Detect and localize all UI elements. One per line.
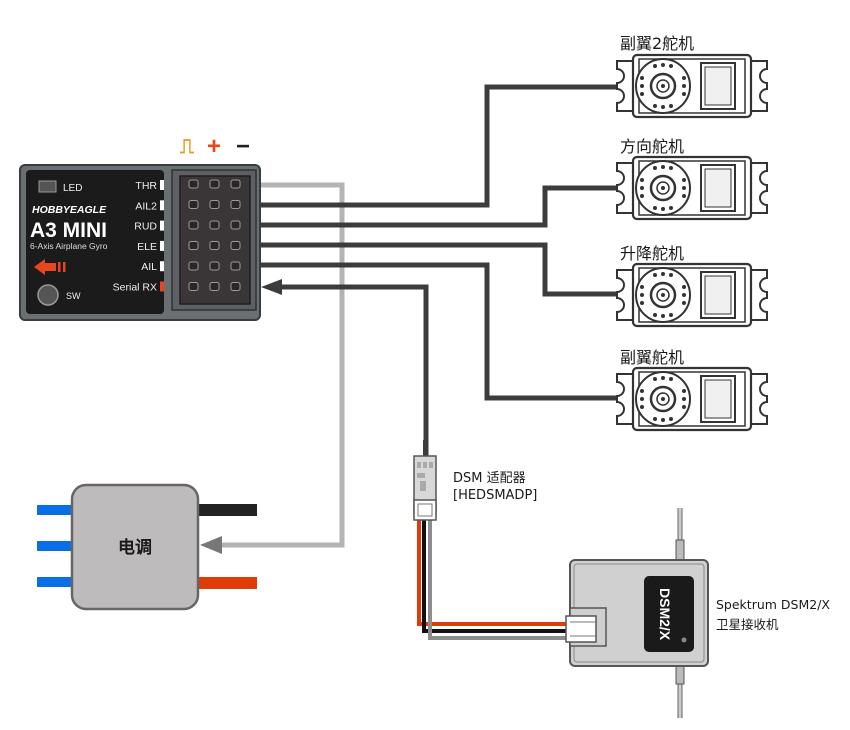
esc-unit: 电调 (37, 483, 257, 611)
model-name: A3 MINI (30, 219, 107, 242)
sw-label: SW (66, 291, 81, 301)
pin (209, 200, 220, 209)
port-label-thr: THR (135, 180, 157, 192)
plus-icon: + (207, 133, 221, 160)
servo-label: 副翼舵机 (620, 348, 684, 367)
port-label-ail: AIL (141, 261, 157, 273)
pin (230, 241, 241, 250)
arrow-serial-rx (261, 279, 282, 295)
pin-header (188, 179, 241, 291)
wire-ele (258, 242, 622, 297)
esc-label: 电调 (118, 537, 152, 558)
pin (230, 200, 241, 209)
led-label: LED (63, 183, 82, 194)
servo-icon (615, 366, 769, 432)
adapter-part-number: [HEDSMADP] (453, 488, 537, 503)
pin (188, 220, 199, 230)
brand-logo: HOBBYEAGLE (32, 204, 107, 216)
port-indicator (160, 261, 164, 272)
sw-button[interactable] (37, 284, 59, 306)
signal-icon: ⎍ (180, 136, 194, 158)
servo-icon (615, 155, 769, 221)
servo-label: 方向舵机 (620, 137, 684, 156)
wire-serial-rx (280, 284, 429, 458)
servo-label: 副翼2舵机 (620, 34, 694, 53)
port-label-ele: ELE (137, 241, 157, 253)
port-label-ail2: AIL2 (135, 200, 157, 212)
pin (230, 261, 241, 271)
satellite-label: Spektrum DSM2/X (716, 597, 830, 612)
gyro-unit: LED HOBBYEAGLE A3 MINI 6-Axis Airplane G… (19, 164, 261, 321)
pin (230, 179, 241, 189)
pin (188, 282, 199, 291)
satellite-label-cn: 卫星接收机 (716, 617, 779, 632)
wire-ail2 (258, 84, 622, 208)
pin (230, 282, 241, 291)
orientation-arrow-icon (34, 259, 66, 275)
servo-icon (615, 53, 769, 119)
port-indicator (160, 240, 164, 251)
servo-aileron2: 副翼2舵机 (615, 34, 769, 119)
minus-icon: − (236, 133, 250, 160)
led-indicator (38, 180, 57, 193)
pin (209, 179, 220, 189)
pin (209, 220, 220, 230)
dsm-adapter: DSM 适配器 [HEDSMADP] (413, 440, 537, 521)
model-subtitle: 6-Axis Airplane Gyro (30, 241, 108, 251)
servo-elevator: 升降舵机 (615, 244, 769, 328)
port-indicator (160, 281, 164, 292)
satellite-badge: DSM2/X (657, 588, 673, 641)
servo-rudder: 方向舵机 (615, 137, 769, 221)
port-label-serial-rx: Serial RX (113, 282, 157, 294)
port-indicator (160, 200, 164, 211)
wires (218, 84, 622, 640)
wire-sat-gray (428, 518, 568, 640)
wire-rud (258, 185, 622, 228)
adapter-label: DSM 适配器 (453, 471, 526, 486)
pin (188, 179, 199, 189)
port-indicator (160, 220, 164, 231)
arrow-esc (200, 536, 222, 554)
pin-legend: ⎍ + − (180, 133, 250, 160)
pin (230, 220, 241, 230)
wire-ail (258, 262, 622, 401)
port-indicator (160, 180, 164, 190)
servo-label: 升降舵机 (620, 244, 684, 263)
servo-aileron: 副翼舵机 (615, 348, 769, 432)
wire-thr-esc (218, 182, 345, 548)
pin (188, 200, 199, 209)
wire-sat-black (422, 518, 568, 633)
pin (188, 241, 199, 250)
pin (209, 261, 220, 271)
servo-icon (615, 262, 769, 328)
pin (209, 241, 220, 250)
wire-sat-red (417, 518, 568, 626)
satellite-receiver: DSM2/X Spektrum DSM2/X 卫星接收机 (565, 508, 830, 718)
pin (209, 282, 220, 291)
port-label-rud: RUD (134, 221, 157, 233)
pin (188, 261, 199, 271)
